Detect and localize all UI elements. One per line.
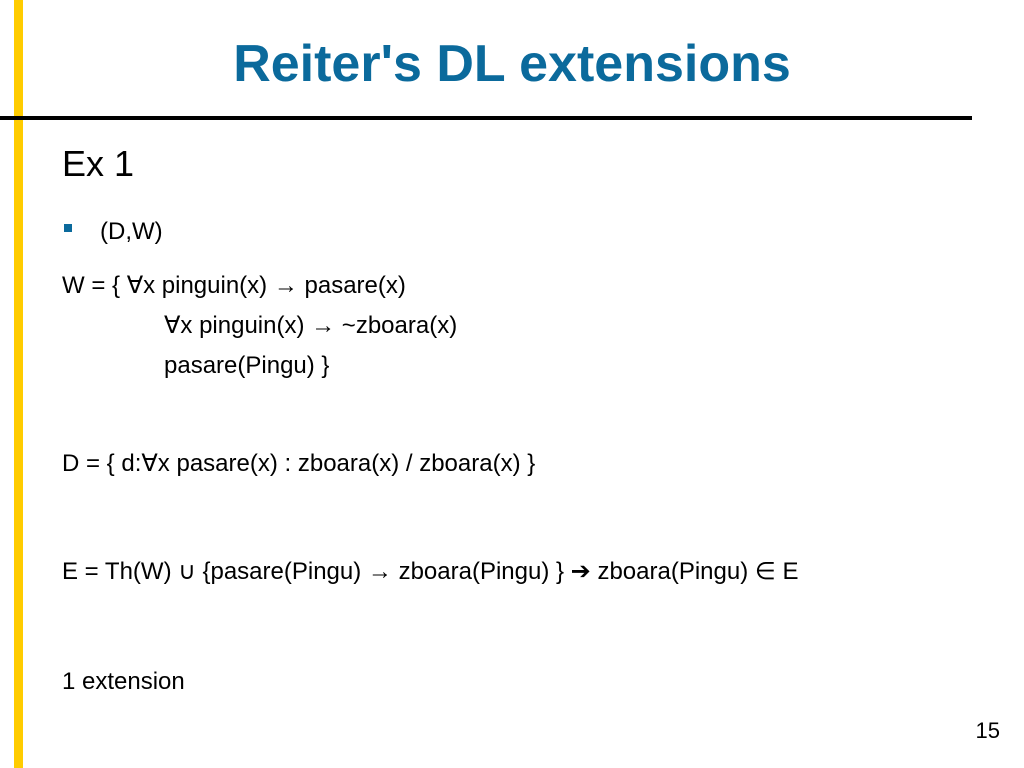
square-bullet-icon xyxy=(64,224,72,232)
w-set-line-2: ∀x pinguin(x) → ~zboara(x) xyxy=(164,312,458,339)
slide-subtitle: Ex 1 xyxy=(62,143,135,184)
extension-count-line: 1 extension xyxy=(62,668,185,695)
bullet-text: (D,W) xyxy=(100,218,163,245)
title-divider xyxy=(0,116,972,120)
w-set-line-3: pasare(Pingu) } xyxy=(164,352,330,379)
w-set-line-1: W = { ∀x pinguin(x) → pasare(x) xyxy=(62,272,406,299)
d-set-line: D = { d:∀x pasare(x) : zboara(x) / zboar… xyxy=(62,450,536,477)
slide-title: Reiter's DL extensions xyxy=(233,35,791,93)
left-accent-bar xyxy=(14,0,23,768)
extension-definition-line: E = Th(W) ∪ {pasare(Pingu) → zboara(Ping… xyxy=(62,558,799,585)
page-number: 15 xyxy=(975,718,1000,743)
